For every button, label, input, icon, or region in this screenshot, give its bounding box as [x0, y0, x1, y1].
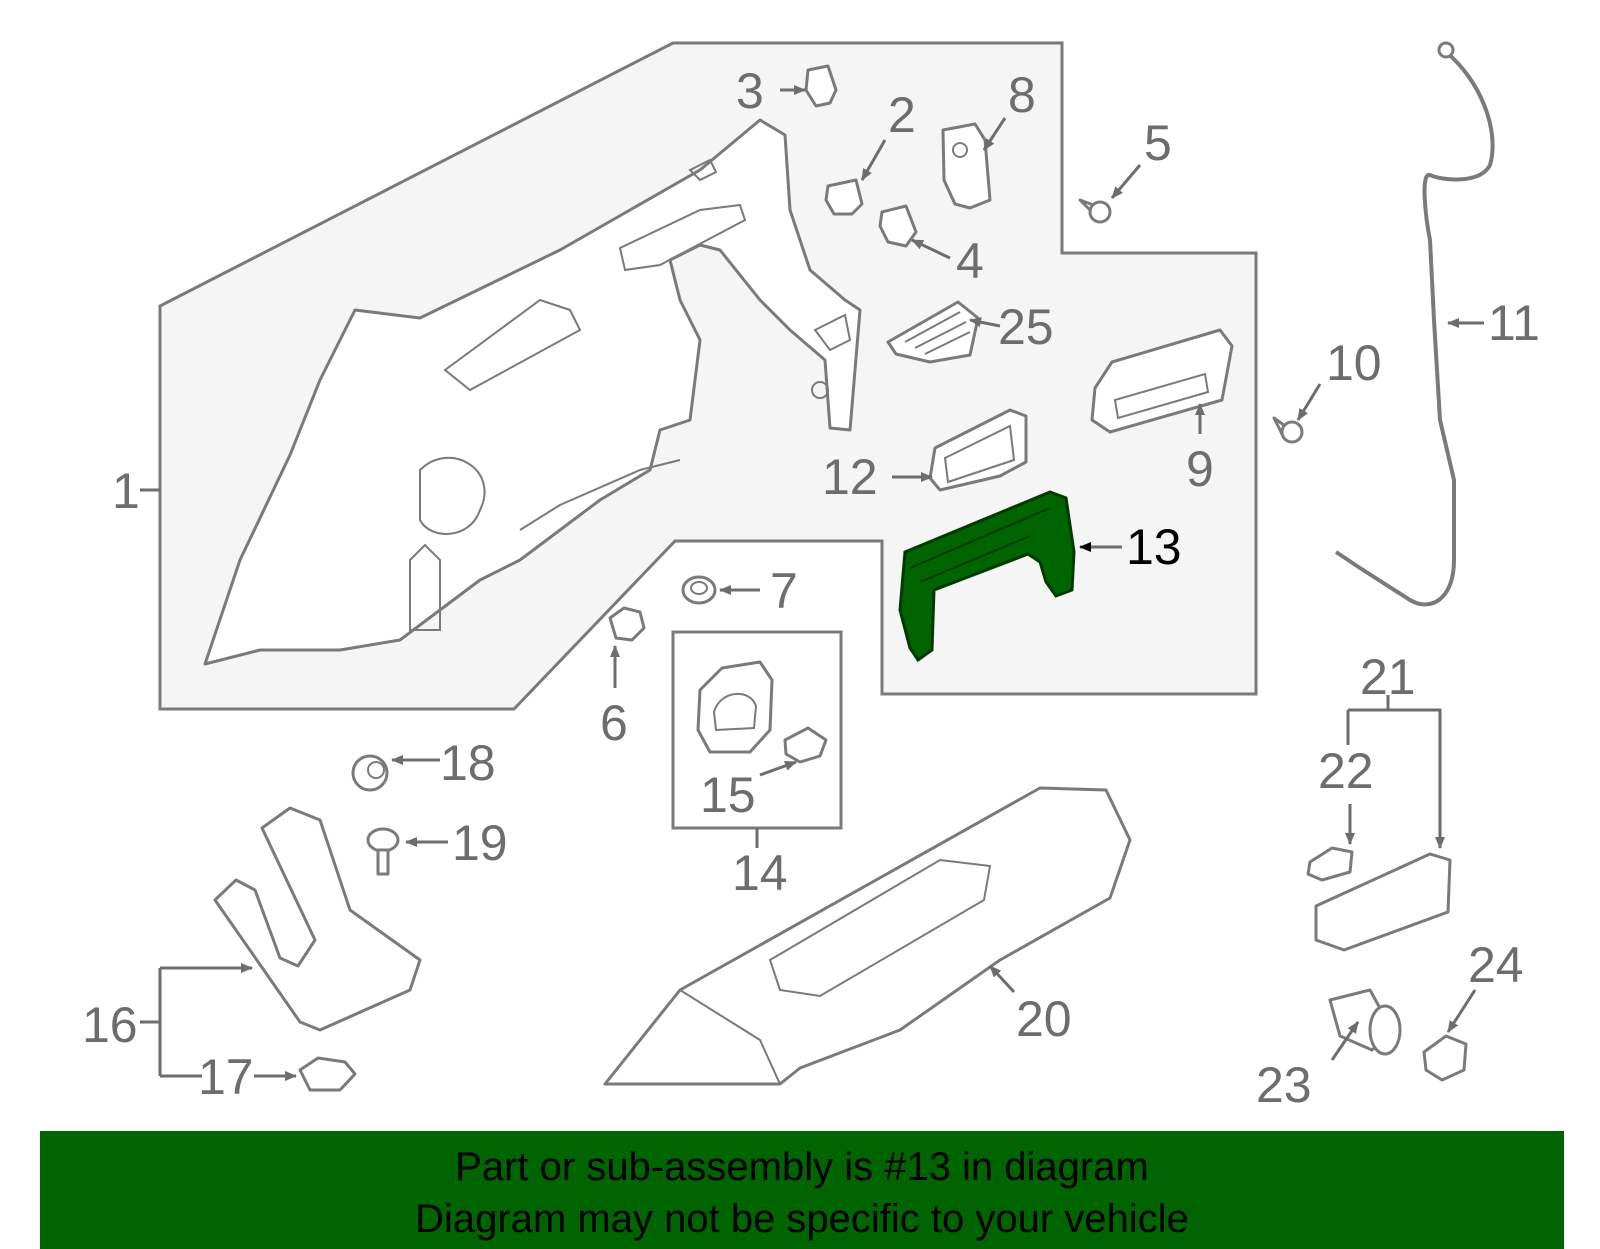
callout-16: 16 [82, 997, 138, 1053]
info-banner: Part or sub-assembly is #13 in diagram D… [40, 1131, 1564, 1249]
callout-labels: 1 2 3 4 5 6 7 8 9 10 11 12 13 14 15 16 1… [82, 63, 1540, 1113]
callout-20: 20 [1016, 991, 1072, 1047]
part-5-screw [1078, 198, 1112, 224]
callout-4: 4 [956, 233, 984, 289]
part-4-clip [878, 204, 918, 248]
part-11-cable [1334, 50, 1495, 607]
part-8-bracket [941, 122, 992, 210]
part-10-screw [1272, 416, 1304, 444]
callout-3: 3 [736, 63, 764, 119]
callout-9: 9 [1186, 441, 1214, 497]
part-7-grommet [681, 575, 717, 605]
callout-18: 18 [440, 735, 496, 791]
part-2-clip [824, 178, 864, 216]
part-22-bulb [1306, 846, 1354, 882]
part-13-highlighted [898, 490, 1076, 663]
callout-1: 1 [112, 463, 140, 519]
leader-lines [140, 85, 1484, 1081]
part-3-clip [804, 64, 838, 108]
callout-11: 11 [1488, 295, 1540, 351]
callout-7: 7 [770, 563, 798, 619]
callout-8: 8 [1008, 67, 1036, 123]
part-6-nut [608, 606, 646, 642]
callout-22: 22 [1318, 743, 1374, 799]
part-25-vent [886, 300, 980, 364]
part-20-tray [603, 786, 1132, 1086]
part-16-bracket [213, 806, 422, 1032]
quarter-trim-panel [203, 118, 862, 666]
callout-19: 19 [452, 815, 508, 871]
part-21-lamp [1314, 852, 1452, 952]
callout-15: 15 [700, 767, 756, 823]
part-19-screw [366, 827, 400, 876]
part-18-clip [351, 754, 389, 792]
callout-5: 5 [1144, 115, 1172, 171]
part-17-clip [298, 1056, 357, 1092]
part-15-fastener [783, 726, 828, 764]
callout-25: 25 [998, 299, 1054, 355]
callout-23: 23 [1256, 1057, 1312, 1113]
callout-10: 10 [1326, 335, 1382, 391]
banner-line-1: Part or sub-assembly is #13 in diagram [455, 1145, 1149, 1189]
banner-line-2: Diagram may not be specific to your vehi… [415, 1197, 1189, 1241]
callout-12: 12 [822, 449, 878, 505]
callout-14: 14 [732, 845, 788, 901]
callout-21: 21 [1360, 649, 1416, 705]
callout-24: 24 [1468, 937, 1524, 993]
part-24-cap [1422, 1034, 1468, 1082]
callout-13: 13 [1126, 519, 1182, 575]
callout-2: 2 [888, 87, 916, 143]
part-23-socket [1328, 988, 1402, 1056]
callout-6: 6 [600, 695, 628, 751]
callout-17: 17 [198, 1049, 254, 1105]
